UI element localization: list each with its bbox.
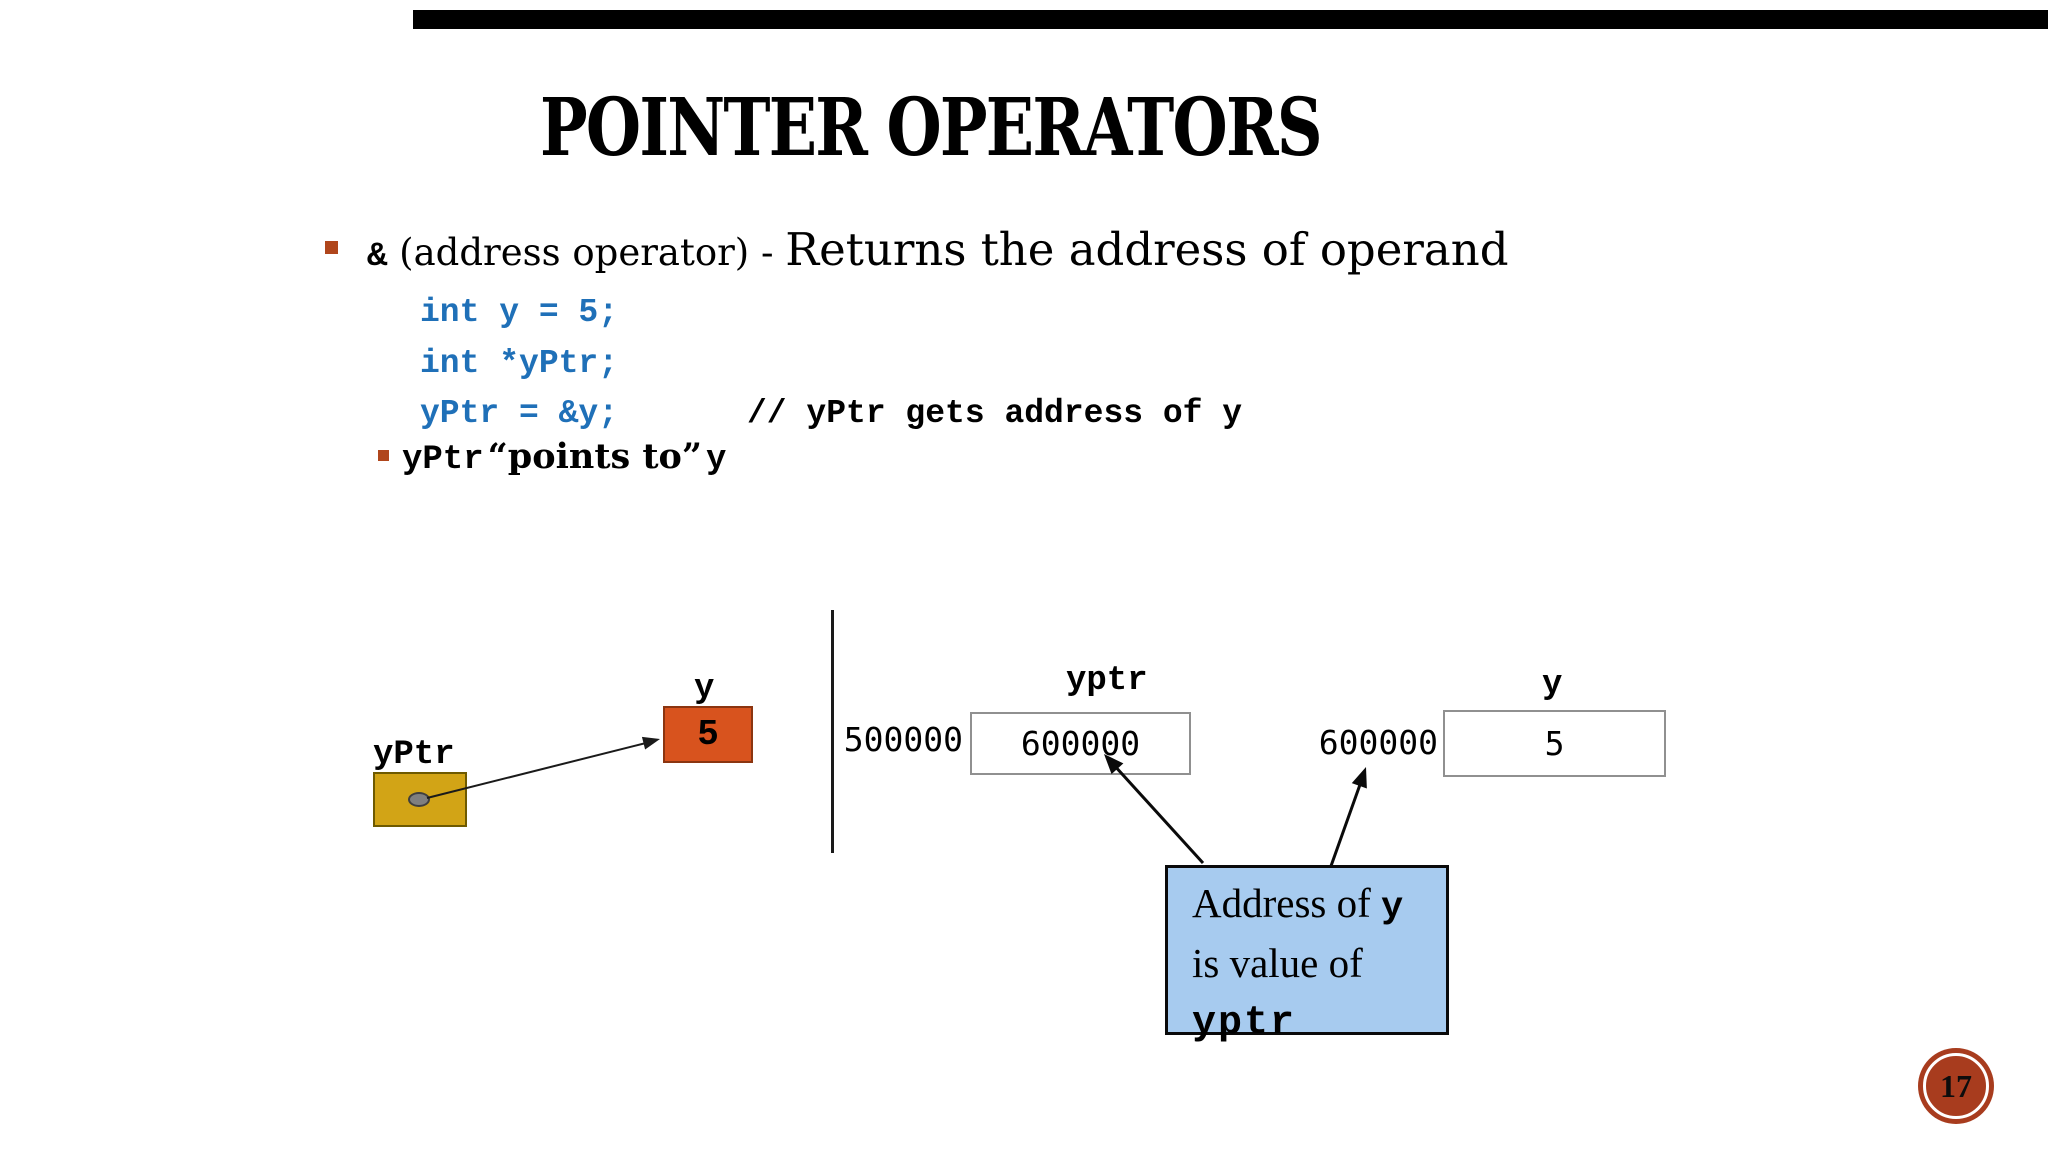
code-comment: // yPtr gets address of y (747, 395, 1243, 432)
bullet-sub: yPtr “points to” y (402, 436, 727, 479)
callout-box: Address of y is value of yptr (1165, 865, 1449, 1046)
target-box: 5 (663, 706, 753, 763)
page-title: POINTER OPERATORS (540, 80, 1323, 174)
sub-bullet-code-pre: yPtr (402, 441, 484, 479)
pointer-box-label: yPtr (373, 736, 455, 774)
bullet-main-emphasis: Returns the address of operand (785, 223, 1509, 276)
callout-line2-text: is value of (1192, 940, 1363, 986)
address-operator-symbol: & (367, 238, 388, 276)
callout-line-2: is value of (1192, 938, 1446, 998)
callout-line-1: Address of y (1192, 878, 1446, 938)
pointer-origin-dot (408, 792, 430, 807)
memory-cell-box: 5 (1443, 710, 1666, 777)
code-line-3: yPtr = &y; (420, 395, 619, 432)
callout-line1-text: Address of (1192, 880, 1382, 926)
memory-cell-value: 5 (1544, 724, 1565, 763)
callout-line1-code: y (1381, 887, 1404, 929)
memory-cell-address: 600000 (1318, 723, 1438, 762)
sub-bullet-code-post: y (706, 441, 727, 479)
page-number: 17 (1940, 1067, 1972, 1104)
code-line-1: int y = 5; (420, 294, 619, 331)
target-box-value: 5 (697, 714, 719, 755)
memory-cell-name: yptr (1066, 662, 1148, 700)
target-box-label: y (694, 670, 715, 708)
bullet-main: & (address operator) - Returns the addre… (367, 224, 1509, 277)
callout-arrow-right (1329, 767, 1367, 867)
sub-bullet-square-icon (378, 450, 389, 461)
callout-line-3: yptr (1192, 998, 1446, 1054)
sub-bullet-quoted: “points to” (487, 436, 703, 477)
bullet-square-icon (325, 241, 338, 254)
code-line-2: int *yPtr; (420, 345, 619, 382)
badge-ring (1923, 1053, 1989, 1119)
memory-cell-box: 600000 (970, 712, 1191, 775)
bullet-main-label: (address operator) - (387, 231, 786, 274)
vertical-divider (831, 610, 834, 853)
memory-cell-value: 600000 (1020, 724, 1141, 763)
memory-cell-address: 500000 (843, 720, 963, 759)
memory-cell-name: y (1542, 666, 1563, 704)
top-accent-bar (413, 10, 2048, 29)
callout-line3-code: yptr (1192, 1001, 1297, 1046)
page-number-badge: 17 (1918, 1048, 1994, 1124)
